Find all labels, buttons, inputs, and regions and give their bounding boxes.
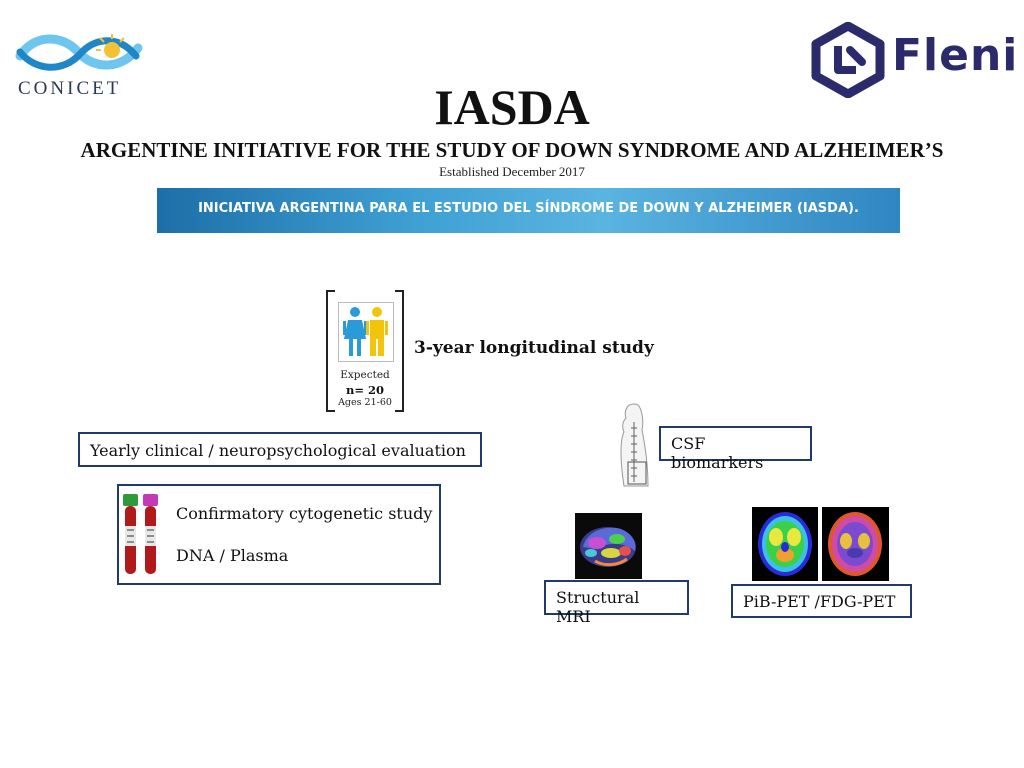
cohort-expected-label: Expected — [340, 369, 390, 381]
established-date: Established December 2017 — [439, 164, 585, 179]
study-label: 3-year longitudinal study — [414, 338, 654, 358]
csf-biomarkers-box: CSF biomarkers — [659, 426, 812, 472]
conicet-logo: CONICET — [14, 28, 144, 102]
cohort-ages: Ages 21-60 — [338, 397, 392, 408]
cytogenetic-label: Confirmatory cytogenetic study — [176, 504, 433, 523]
spine-icon — [614, 400, 656, 490]
cytogenetic-box: Confirmatory cytogenetic study DNA / Pla… — [117, 484, 441, 585]
cohort-n: n= 20 — [345, 383, 384, 397]
conicet-logo-text: CONICET — [18, 78, 122, 99]
pib-pet-image — [752, 507, 818, 581]
male-figure-icon — [366, 307, 388, 356]
blood-tubes-icon — [121, 492, 161, 576]
people-frame — [338, 302, 394, 362]
female-figure-icon — [343, 307, 367, 356]
cohort-panel: Expected n= 20 Ages 21-60 — [326, 290, 404, 412]
pet-box: PiB-PET /FDG-PET — [731, 584, 912, 618]
conicet-emblem-icon — [15, 34, 143, 71]
yearly-evaluation-box: Yearly clinical / neuropsychological eva… — [78, 432, 482, 467]
banner-text: INICIATIVA ARGENTINA PARA EL ESTUDIO DEL… — [198, 201, 859, 216]
fdg-pet-image — [822, 507, 889, 581]
fleni-emblem-icon — [811, 21, 885, 99]
people-icon — [343, 307, 388, 356]
fleni-logo-text: Fleni — [892, 30, 1019, 81]
structural-mri-box: Structural MRI — [544, 580, 689, 626]
page-subtitle: ARGENTINE INITIATIVE FOR THE STUDY OF DO… — [80, 138, 944, 162]
spanish-banner: INICIATIVA ARGENTINA PARA EL ESTUDIO DEL… — [157, 188, 900, 233]
left-bracket — [326, 290, 335, 412]
fleni-logo: Fleni — [808, 21, 1017, 99]
page-title: IASDA — [434, 79, 590, 135]
dna-plasma-label: DNA / Plasma — [176, 546, 289, 565]
right-bracket — [395, 290, 404, 412]
mri-brain-image — [575, 513, 642, 579]
